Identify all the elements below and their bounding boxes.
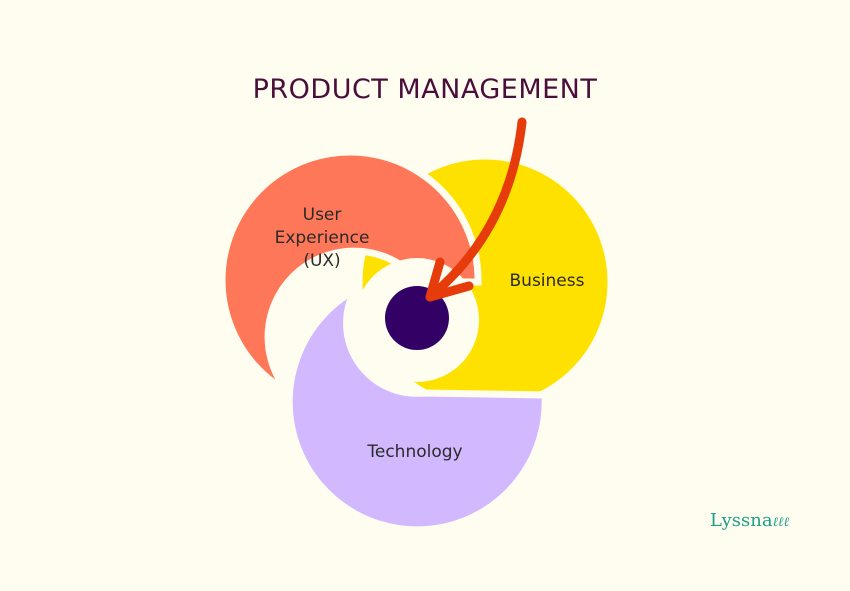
technology-label: Technology bbox=[367, 442, 463, 462]
business-label: Business bbox=[509, 271, 585, 291]
product-management-center-dot bbox=[385, 286, 449, 350]
ux-circle bbox=[218, 148, 482, 396]
ux-label: User Experience (UX) bbox=[274, 205, 370, 271]
technology-circle bbox=[285, 281, 549, 534]
logo-mark-icon: ℓℓℓ bbox=[772, 515, 789, 530]
arrow-icon bbox=[425, 117, 527, 302]
lyssna-logo: Lyssnaℓℓℓ bbox=[710, 510, 789, 531]
page-title: PRODUCT MANAGEMENT bbox=[252, 74, 598, 105]
